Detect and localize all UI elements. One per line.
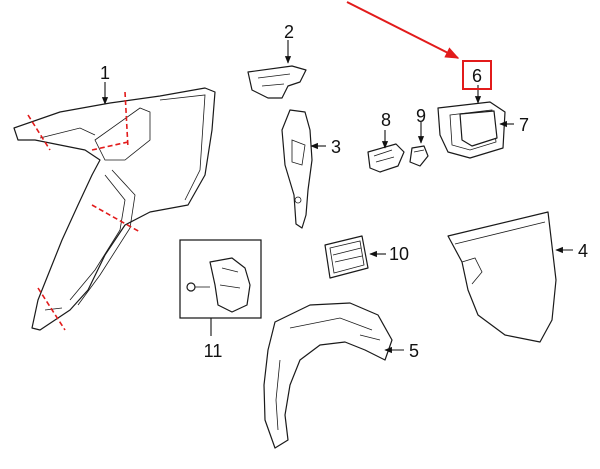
fuel-door-part (459, 110, 498, 147)
callout-5: 5 (409, 341, 419, 361)
inner-panel-part (281, 109, 313, 229)
clip-part (409, 145, 429, 167)
callout-2: 2 (284, 22, 294, 42)
cut-line (27, 114, 51, 151)
cut-line (124, 91, 129, 149)
lock-actuator-part (367, 143, 405, 173)
callout-1: 1 (100, 63, 110, 83)
cut-line (91, 204, 141, 233)
callout-8: 8 (381, 110, 391, 130)
callout-7: 7 (519, 115, 529, 135)
callout-11: 11 (204, 341, 223, 361)
wheel-liner-part (263, 302, 393, 449)
pressure-vent-part (324, 235, 369, 279)
callout-4: 4 (578, 241, 588, 261)
highlight-arrow (346, 1, 460, 59)
callout-9: 9 (416, 106, 426, 126)
cut-line (37, 287, 66, 331)
highlight-box (462, 60, 492, 90)
rear-panel-part (447, 211, 557, 343)
callout-10: 10 (389, 244, 409, 264)
callout-3: 3 (331, 137, 341, 157)
callout-6: 6 (472, 66, 482, 86)
cut-line (91, 141, 129, 151)
bracket-part (247, 65, 307, 99)
quarter-panel-part (13, 87, 216, 331)
mud-flap-kit-part (179, 239, 262, 319)
